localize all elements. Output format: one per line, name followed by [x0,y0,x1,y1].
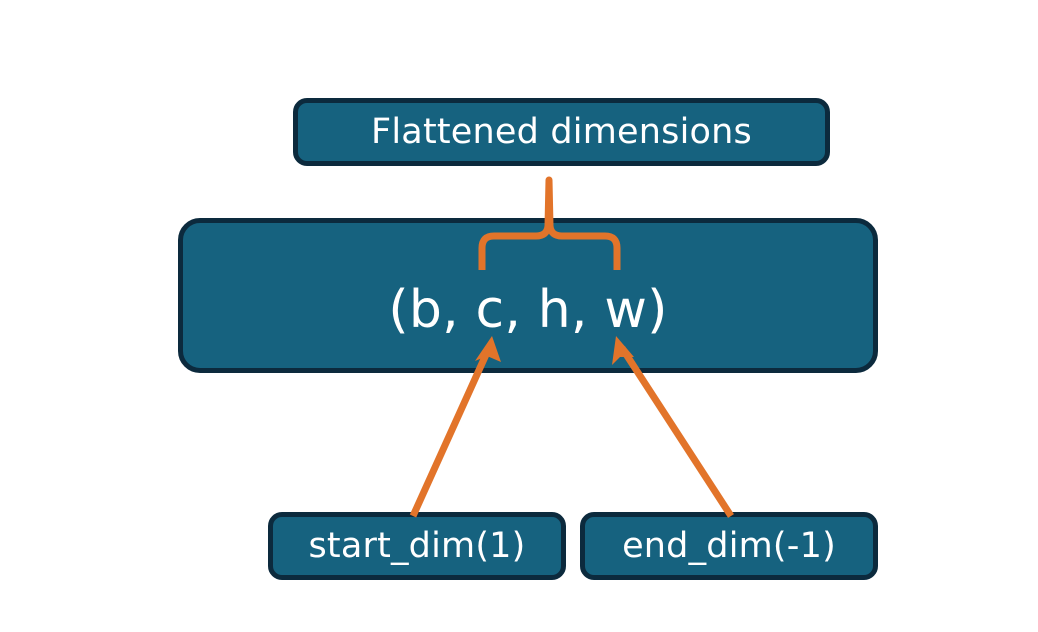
tensor-shape-label: (b, c, h, w) [388,279,668,340]
end-dim-label: end_dim(-1) [622,525,836,566]
flattened-dimensions-box[interactable]: Flattened dimensions [293,98,830,166]
start-dim-label: start_dim(1) [308,525,526,566]
end-dim-arrow-line [619,346,734,518]
tensor-shape-box[interactable]: (b, c, h, w) [178,218,878,373]
flattened-dimensions-label: Flattened dimensions [371,111,752,152]
start-dim-arrow-line [409,346,493,518]
start-dim-box[interactable]: start_dim(1) [268,512,566,580]
end-dim-box[interactable]: end_dim(-1) [580,512,878,580]
